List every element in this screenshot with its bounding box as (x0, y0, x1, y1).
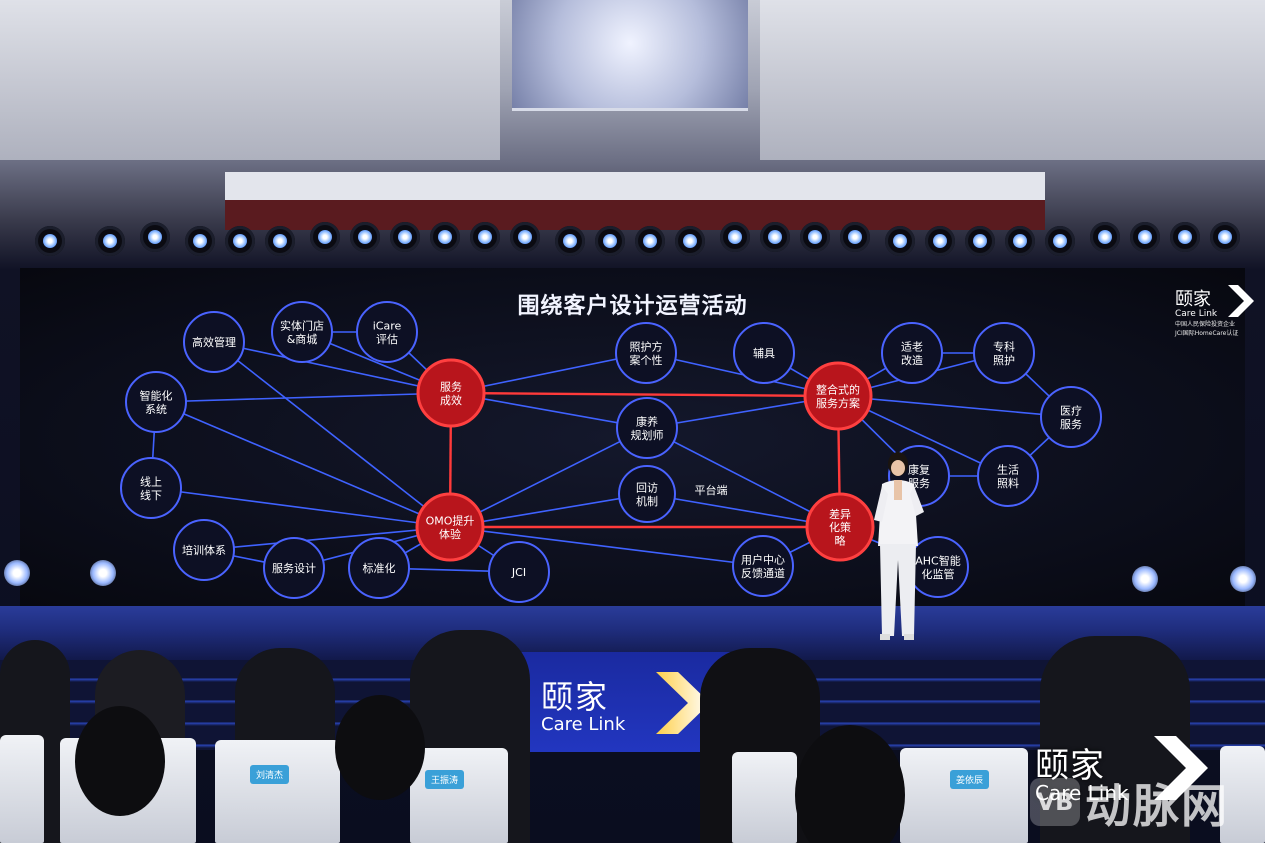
stage-light-icon (800, 222, 830, 252)
ceiling-right (760, 0, 1265, 160)
audience-chair (410, 748, 508, 843)
stage-light-icon (310, 222, 340, 252)
bottom-logo-cn: 颐家 (1035, 746, 1105, 786)
audience-chair (900, 748, 1028, 843)
watermark-text: 动脉网 (1085, 779, 1229, 833)
audience-head (75, 706, 165, 816)
audience-chair (732, 752, 797, 843)
stage-light-icon (1170, 222, 1200, 252)
stage-light-icon (140, 222, 170, 252)
stage-light-icon (1132, 566, 1158, 592)
audience-chair (215, 740, 340, 843)
stage-light-icon (350, 222, 380, 252)
stage-light-icon (470, 222, 500, 252)
podium-logo: 颐家 Care Link (541, 672, 625, 735)
stage-light-icon (95, 226, 125, 256)
stage-light-icon (885, 226, 915, 256)
chair-name-tag: 刘清杰 (250, 765, 290, 784)
stage-light-icon (925, 226, 955, 256)
stage-light-icon (90, 560, 116, 586)
stage-light-icon (225, 226, 255, 256)
screen-brand-line1: 中国人民保险投资企业 (1175, 321, 1236, 328)
podium-logo-cn: 颐家 (541, 678, 610, 716)
stage-light-icon (840, 222, 870, 252)
stage-light-icon (265, 226, 295, 256)
chair-name-tag: 姜依辰 (950, 770, 990, 789)
podium-logo-en: Care Link (541, 714, 626, 735)
bottom-logo-en: Care Link (1035, 781, 1129, 805)
stage-light-icon (965, 226, 995, 256)
watermark-logo-icon: VB (1030, 778, 1080, 826)
screen-title: 围绕客户设计运营活动 (517, 294, 748, 319)
brand-chevron-icon (1228, 285, 1254, 317)
stage-light-icon (35, 226, 65, 256)
stage-light-icon (185, 226, 215, 256)
chandelier (512, 0, 748, 111)
audience-chair (1220, 746, 1265, 843)
presenter (874, 452, 924, 640)
ceiling-beam (225, 172, 1045, 202)
stage-light-icon (430, 222, 460, 252)
stage-light-icon (635, 226, 665, 256)
stage-light-icon (1230, 566, 1256, 592)
bottom-logo: 颐家 Care Link (1035, 738, 1129, 805)
lighting-truss (15, 218, 1255, 270)
stage-light-icon (555, 226, 585, 256)
podium-chevron-icon (656, 672, 710, 734)
screen-brand-logo: 颐家 Care Link 中国人民保险投资企业 JCI国际HomeCare认证 (1175, 285, 1238, 337)
stage-light-icon (1045, 226, 1075, 256)
stage-light-icon (1005, 226, 1035, 256)
stage-light-icon (1210, 222, 1240, 252)
stage-light-icon (1090, 222, 1120, 252)
stage-light-icon (1130, 222, 1160, 252)
chair-name-tag: 王振涛 (425, 770, 465, 789)
stage-light-icon (595, 226, 625, 256)
bottom-chevron-icon (1154, 736, 1208, 800)
ceiling-left (0, 0, 500, 160)
audience-chair (0, 735, 44, 843)
audience-head (335, 695, 425, 800)
screen-brand-name-cn: 颐家 (1175, 289, 1211, 310)
stage-light-icon (675, 226, 705, 256)
screen-brand-name-en: Care Link (1175, 309, 1218, 319)
stage-light-icon (510, 222, 540, 252)
stage-light-icon (390, 222, 420, 252)
audience-head (795, 725, 905, 843)
stage-light-icon (720, 222, 750, 252)
stage-light-icon (760, 222, 790, 252)
screen-brand-line2: JCI国际HomeCare认证 (1175, 330, 1239, 337)
stage-light-icon (4, 560, 30, 586)
